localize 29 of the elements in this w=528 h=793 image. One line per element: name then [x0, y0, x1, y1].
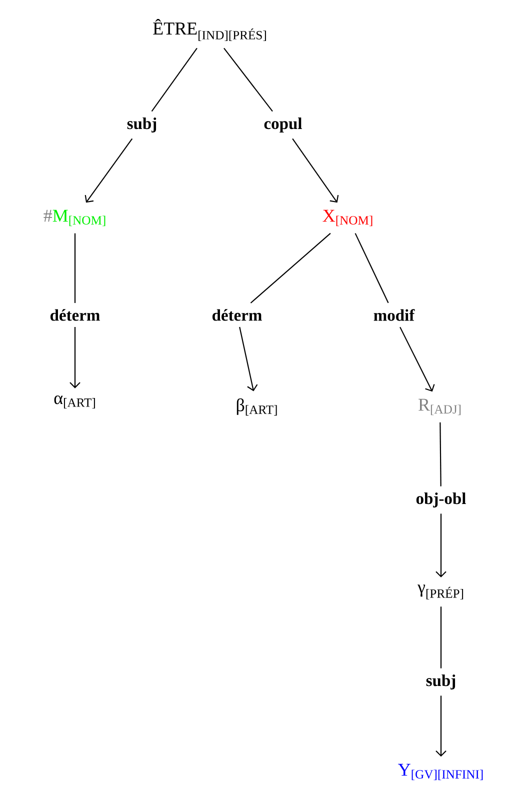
relation-label: déterm: [212, 309, 262, 321]
arrow: [436, 696, 446, 757]
arrow: [239, 326, 258, 392]
word-label: #M$_{[NOM]}$: [44, 210, 106, 226]
word-label: X$_{[NOM]}$: [322, 210, 372, 226]
arrow: [400, 326, 435, 392]
connector-line: [74, 233, 76, 303]
relation-label: déterm: [50, 309, 100, 321]
connector-line: [151, 48, 198, 112]
arrow: [292, 138, 339, 203]
arrow: [70, 327, 80, 388]
word-label: R$_{[ADJ]}$: [418, 398, 461, 416]
relation-label: copul: [264, 118, 302, 132]
word-label: α$_{[ART]}$: [54, 396, 95, 408]
connector-line: [250, 232, 331, 304]
relation-label: subj: [426, 674, 456, 690]
relation-label: subj: [127, 118, 156, 132]
word-label: γ$_{[PRÉP]}$: [418, 584, 464, 600]
word-label: ÊTRE$_{[IND][PRÉS]}$: [153, 18, 266, 41]
arrow: [84, 138, 133, 203]
word-label: β$_{[ART]}$: [236, 398, 277, 416]
connector-line: [354, 233, 389, 304]
connector-line: [224, 48, 273, 112]
connector-line: [440, 422, 442, 486]
relation-label: modif: [374, 309, 415, 321]
word-label: Y$_{[GV][INFINI]}$: [398, 764, 483, 780]
connector-line: [440, 606, 442, 668]
relation-label: obj-obl: [416, 492, 466, 508]
arrow: [436, 514, 446, 578]
